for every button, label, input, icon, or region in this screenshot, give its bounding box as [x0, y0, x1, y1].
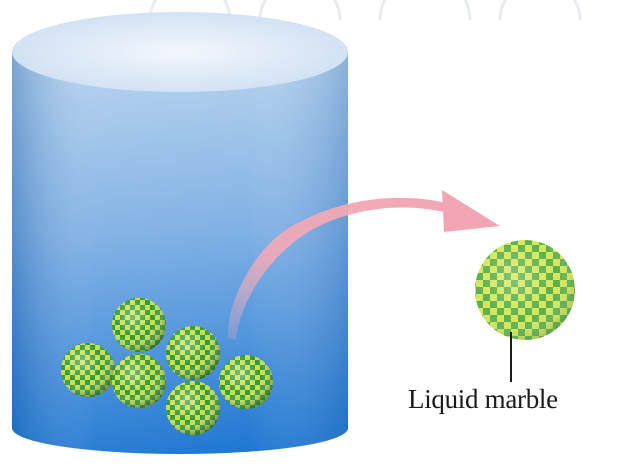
marble-in-liquid	[61, 343, 115, 397]
marble-in-liquid	[112, 298, 166, 352]
submerged-marbles	[61, 298, 273, 435]
liquid-marble-label: Liquid marble	[408, 384, 558, 414]
arrow-shaft	[227, 197, 455, 340]
transfer-arrow	[227, 190, 500, 340]
liquid-marble	[475, 240, 575, 340]
marble-in-liquid	[166, 381, 220, 435]
marble-in-liquid	[166, 326, 220, 380]
arrow-head	[442, 190, 500, 232]
watermark	[148, 0, 582, 21]
marble-in-liquid	[112, 354, 166, 408]
cylinder-top	[12, 12, 348, 92]
marble-in-liquid	[219, 355, 273, 409]
